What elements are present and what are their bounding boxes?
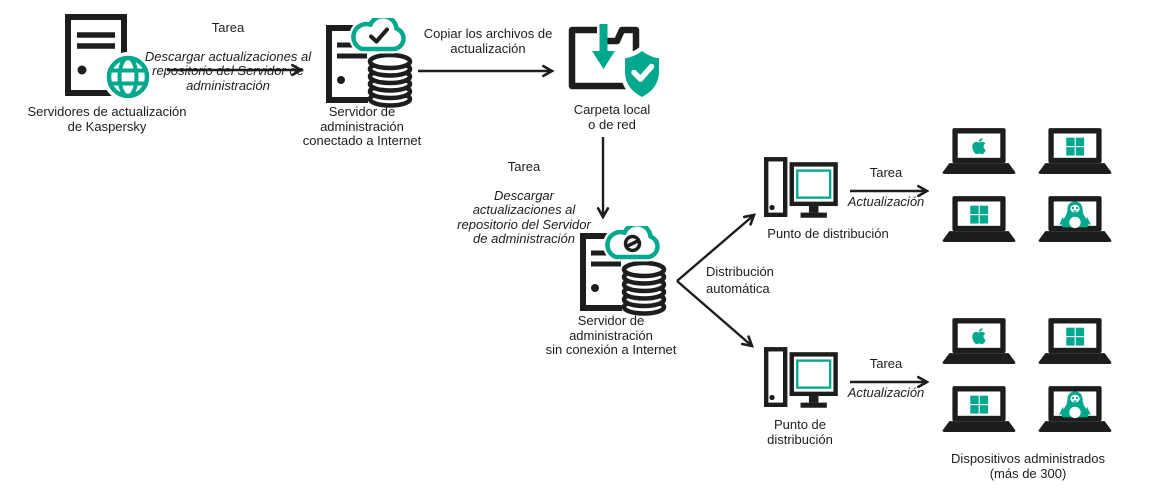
laptop-linux-icon — [1037, 196, 1113, 245]
laptop-windows-icon — [941, 386, 1017, 435]
task-description: Descargar actualizaciones al repositorio… — [144, 48, 312, 93]
task-description: Actualización — [847, 384, 925, 400]
task-update-top-label: Tarea Actualización — [798, 151, 974, 224]
task-description: Actualización — [847, 193, 925, 209]
admin-server-offline-label: Servidor de administración sin conexión … — [545, 313, 677, 357]
laptop-windows-icon — [1037, 128, 1113, 177]
laptop-apple-icon — [941, 318, 1017, 367]
automatic-distribution-label: Distribución automática — [706, 264, 774, 296]
managed-devices-label: Dispositivos administrados (más de 300) — [951, 451, 1105, 481]
desktop-computer-icon — [764, 347, 840, 410]
distribution-point-top-label: Punto de distribución — [767, 226, 889, 241]
server-cloud-check-icon — [326, 18, 414, 110]
task-title: Tarea — [869, 355, 903, 371]
local-folder-label: Carpeta local o de red — [573, 102, 651, 132]
laptop-windows-icon — [1037, 318, 1113, 367]
task-title: Tarea — [507, 158, 541, 174]
desktop-computer-icon — [764, 157, 840, 220]
copy-update-files-label: Copiar los archivos de actualización — [423, 26, 553, 56]
managed-devices-group-bottom — [941, 318, 1113, 435]
server-globe-icon — [64, 14, 156, 102]
laptop-apple-icon — [941, 128, 1017, 177]
task-download-online-label: Tarea Descargar actualizaciones al repos… — [138, 6, 318, 108]
managed-devices-group-top — [941, 128, 1113, 245]
admin-server-online-label: Servidor de administración conectado a I… — [302, 104, 422, 148]
task-description: Descargar actualizaciones al repositorio… — [457, 187, 591, 246]
distribution-point-bottom-label: Punto de distribución — [767, 417, 833, 447]
task-title: Tarea — [211, 19, 245, 35]
laptop-linux-icon — [1037, 386, 1113, 435]
task-title: Tarea — [869, 164, 903, 180]
folder-download-shield-icon — [566, 24, 666, 102]
task-update-bottom-label: Tarea Actualización — [798, 342, 974, 415]
kaspersky-update-servers-label: Servidores de actualización de Kaspersky — [27, 104, 187, 134]
task-download-offline-label: Tarea Descargar actualizaciones al repos… — [434, 145, 614, 261]
server-cloud-blocked-icon — [580, 226, 668, 318]
laptop-windows-icon — [941, 196, 1017, 245]
